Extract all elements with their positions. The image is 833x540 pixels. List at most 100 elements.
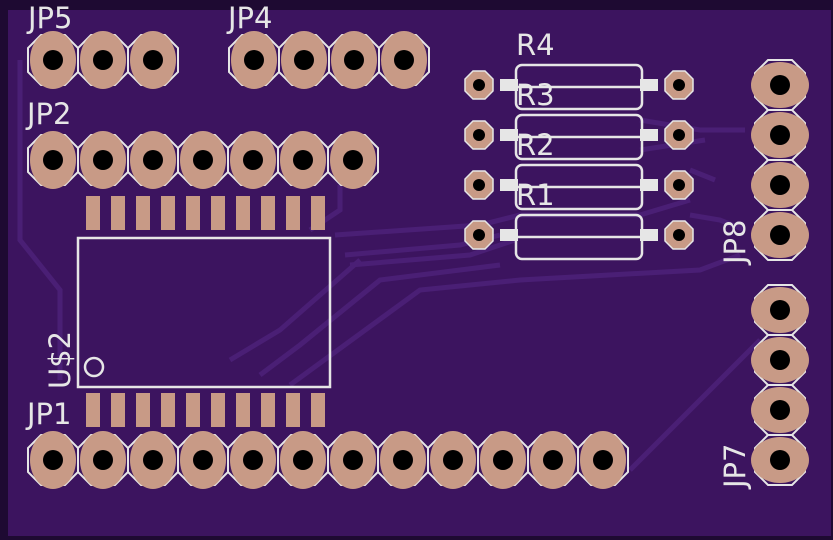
drill-hole xyxy=(43,150,63,170)
header-pin-outline xyxy=(278,34,330,86)
header-pin xyxy=(751,209,809,261)
drill-hole xyxy=(673,79,685,91)
drill-hole xyxy=(293,450,313,470)
chip-pin1-marker xyxy=(83,356,105,378)
drill-hole xyxy=(43,450,63,470)
drill-hole xyxy=(43,50,63,70)
header-pin-outline xyxy=(277,134,329,186)
header-pin-outline xyxy=(378,34,430,86)
smd-pad-bottom xyxy=(261,393,275,427)
silkscreen-labels: JP5 JP4 JP2 JP1 R4 R3 R2 R1 JP8 JP7 U$2 xyxy=(25,1,752,490)
header-pin xyxy=(377,431,429,489)
header-pin xyxy=(751,434,809,486)
resistor-lead xyxy=(500,79,518,91)
resistor-pad xyxy=(664,70,694,100)
resistor-lead xyxy=(500,229,518,241)
resistor-pads xyxy=(464,70,694,250)
header-pin-outline xyxy=(27,34,79,86)
drill-hole xyxy=(344,50,364,70)
smd-pad-top xyxy=(161,196,175,230)
header-pin xyxy=(577,431,629,489)
smd-pad-bottom xyxy=(86,393,100,427)
header-pin xyxy=(751,159,809,211)
header-pin xyxy=(751,284,809,336)
drill-hole xyxy=(770,175,790,195)
drill-hole xyxy=(93,50,113,70)
header-pin xyxy=(77,131,129,189)
drill-hole xyxy=(493,450,513,470)
resistor-lead xyxy=(640,79,658,91)
trace xyxy=(689,167,716,183)
header-pin xyxy=(327,131,379,189)
drill-hole xyxy=(143,150,163,170)
drill-hole xyxy=(93,150,113,170)
resistor-lead xyxy=(500,179,518,191)
drill-hole xyxy=(193,450,213,470)
label-r3: R3 xyxy=(516,78,555,112)
drill-hole xyxy=(593,450,613,470)
header-pin-outline xyxy=(427,434,479,486)
smd-pad-top xyxy=(136,196,150,230)
trace xyxy=(17,60,63,380)
header-pin-outline xyxy=(327,134,379,186)
chip-smd-pads xyxy=(86,196,325,427)
smd-pad-bottom xyxy=(161,393,175,427)
header-pin xyxy=(127,431,179,489)
header-pin xyxy=(378,31,430,89)
label-jp1: JP1 xyxy=(25,397,72,431)
header-pin xyxy=(751,384,809,436)
header-pin xyxy=(27,431,79,489)
trace xyxy=(228,258,362,363)
header-pin-outline xyxy=(327,434,379,486)
smd-pad-bottom xyxy=(211,393,225,427)
drill-hole xyxy=(343,450,363,470)
drill-hole xyxy=(293,150,313,170)
header-pin-outline xyxy=(177,434,229,486)
drill-hole xyxy=(770,300,790,320)
header-pin-outline xyxy=(127,134,179,186)
header-pin xyxy=(127,31,179,89)
resistor-lead xyxy=(500,129,518,141)
trace xyxy=(349,237,516,268)
header-pin xyxy=(751,109,809,161)
smd-pad-top xyxy=(261,196,275,230)
label-jp2: JP2 xyxy=(25,97,72,131)
smd-pad-top xyxy=(211,196,225,230)
drill-hole xyxy=(473,229,485,241)
smd-pad-top xyxy=(236,196,250,230)
smd-pad-top xyxy=(186,196,200,230)
header-pin-outline xyxy=(77,434,129,486)
header-pin-outline xyxy=(77,34,129,86)
header-pin-outline xyxy=(228,34,280,86)
drill-hole xyxy=(770,75,790,95)
header-pin xyxy=(327,431,379,489)
header-pin xyxy=(177,131,229,189)
drill-hole xyxy=(244,50,264,70)
smd-pad-bottom xyxy=(311,393,325,427)
drill-hole xyxy=(543,450,563,470)
header-pin xyxy=(27,131,79,189)
header-pin-outline xyxy=(127,34,179,86)
header-pin xyxy=(751,334,809,386)
header-pin-outline xyxy=(328,34,380,86)
resistor-pad xyxy=(464,70,494,100)
header-pin-outline xyxy=(77,134,129,186)
drill-hole xyxy=(473,179,485,191)
label-r1: R1 xyxy=(516,178,555,212)
drill-hole xyxy=(770,450,790,470)
smd-pad-bottom xyxy=(236,393,250,427)
drill-hole xyxy=(143,450,163,470)
header-pin-outline xyxy=(227,134,279,186)
label-jp5: JP5 xyxy=(26,1,73,35)
smd-pad-bottom xyxy=(136,393,150,427)
header-pin-outline xyxy=(527,434,579,486)
smd-pad-top xyxy=(86,196,100,230)
header-pin-outline xyxy=(127,434,179,486)
drill-hole xyxy=(473,79,485,91)
header-pin xyxy=(328,31,380,89)
header-pin xyxy=(228,31,280,89)
label-jp4: JP4 xyxy=(226,1,273,35)
header-pin xyxy=(427,431,479,489)
drill-hole xyxy=(443,450,463,470)
resistor-pad xyxy=(664,120,694,150)
